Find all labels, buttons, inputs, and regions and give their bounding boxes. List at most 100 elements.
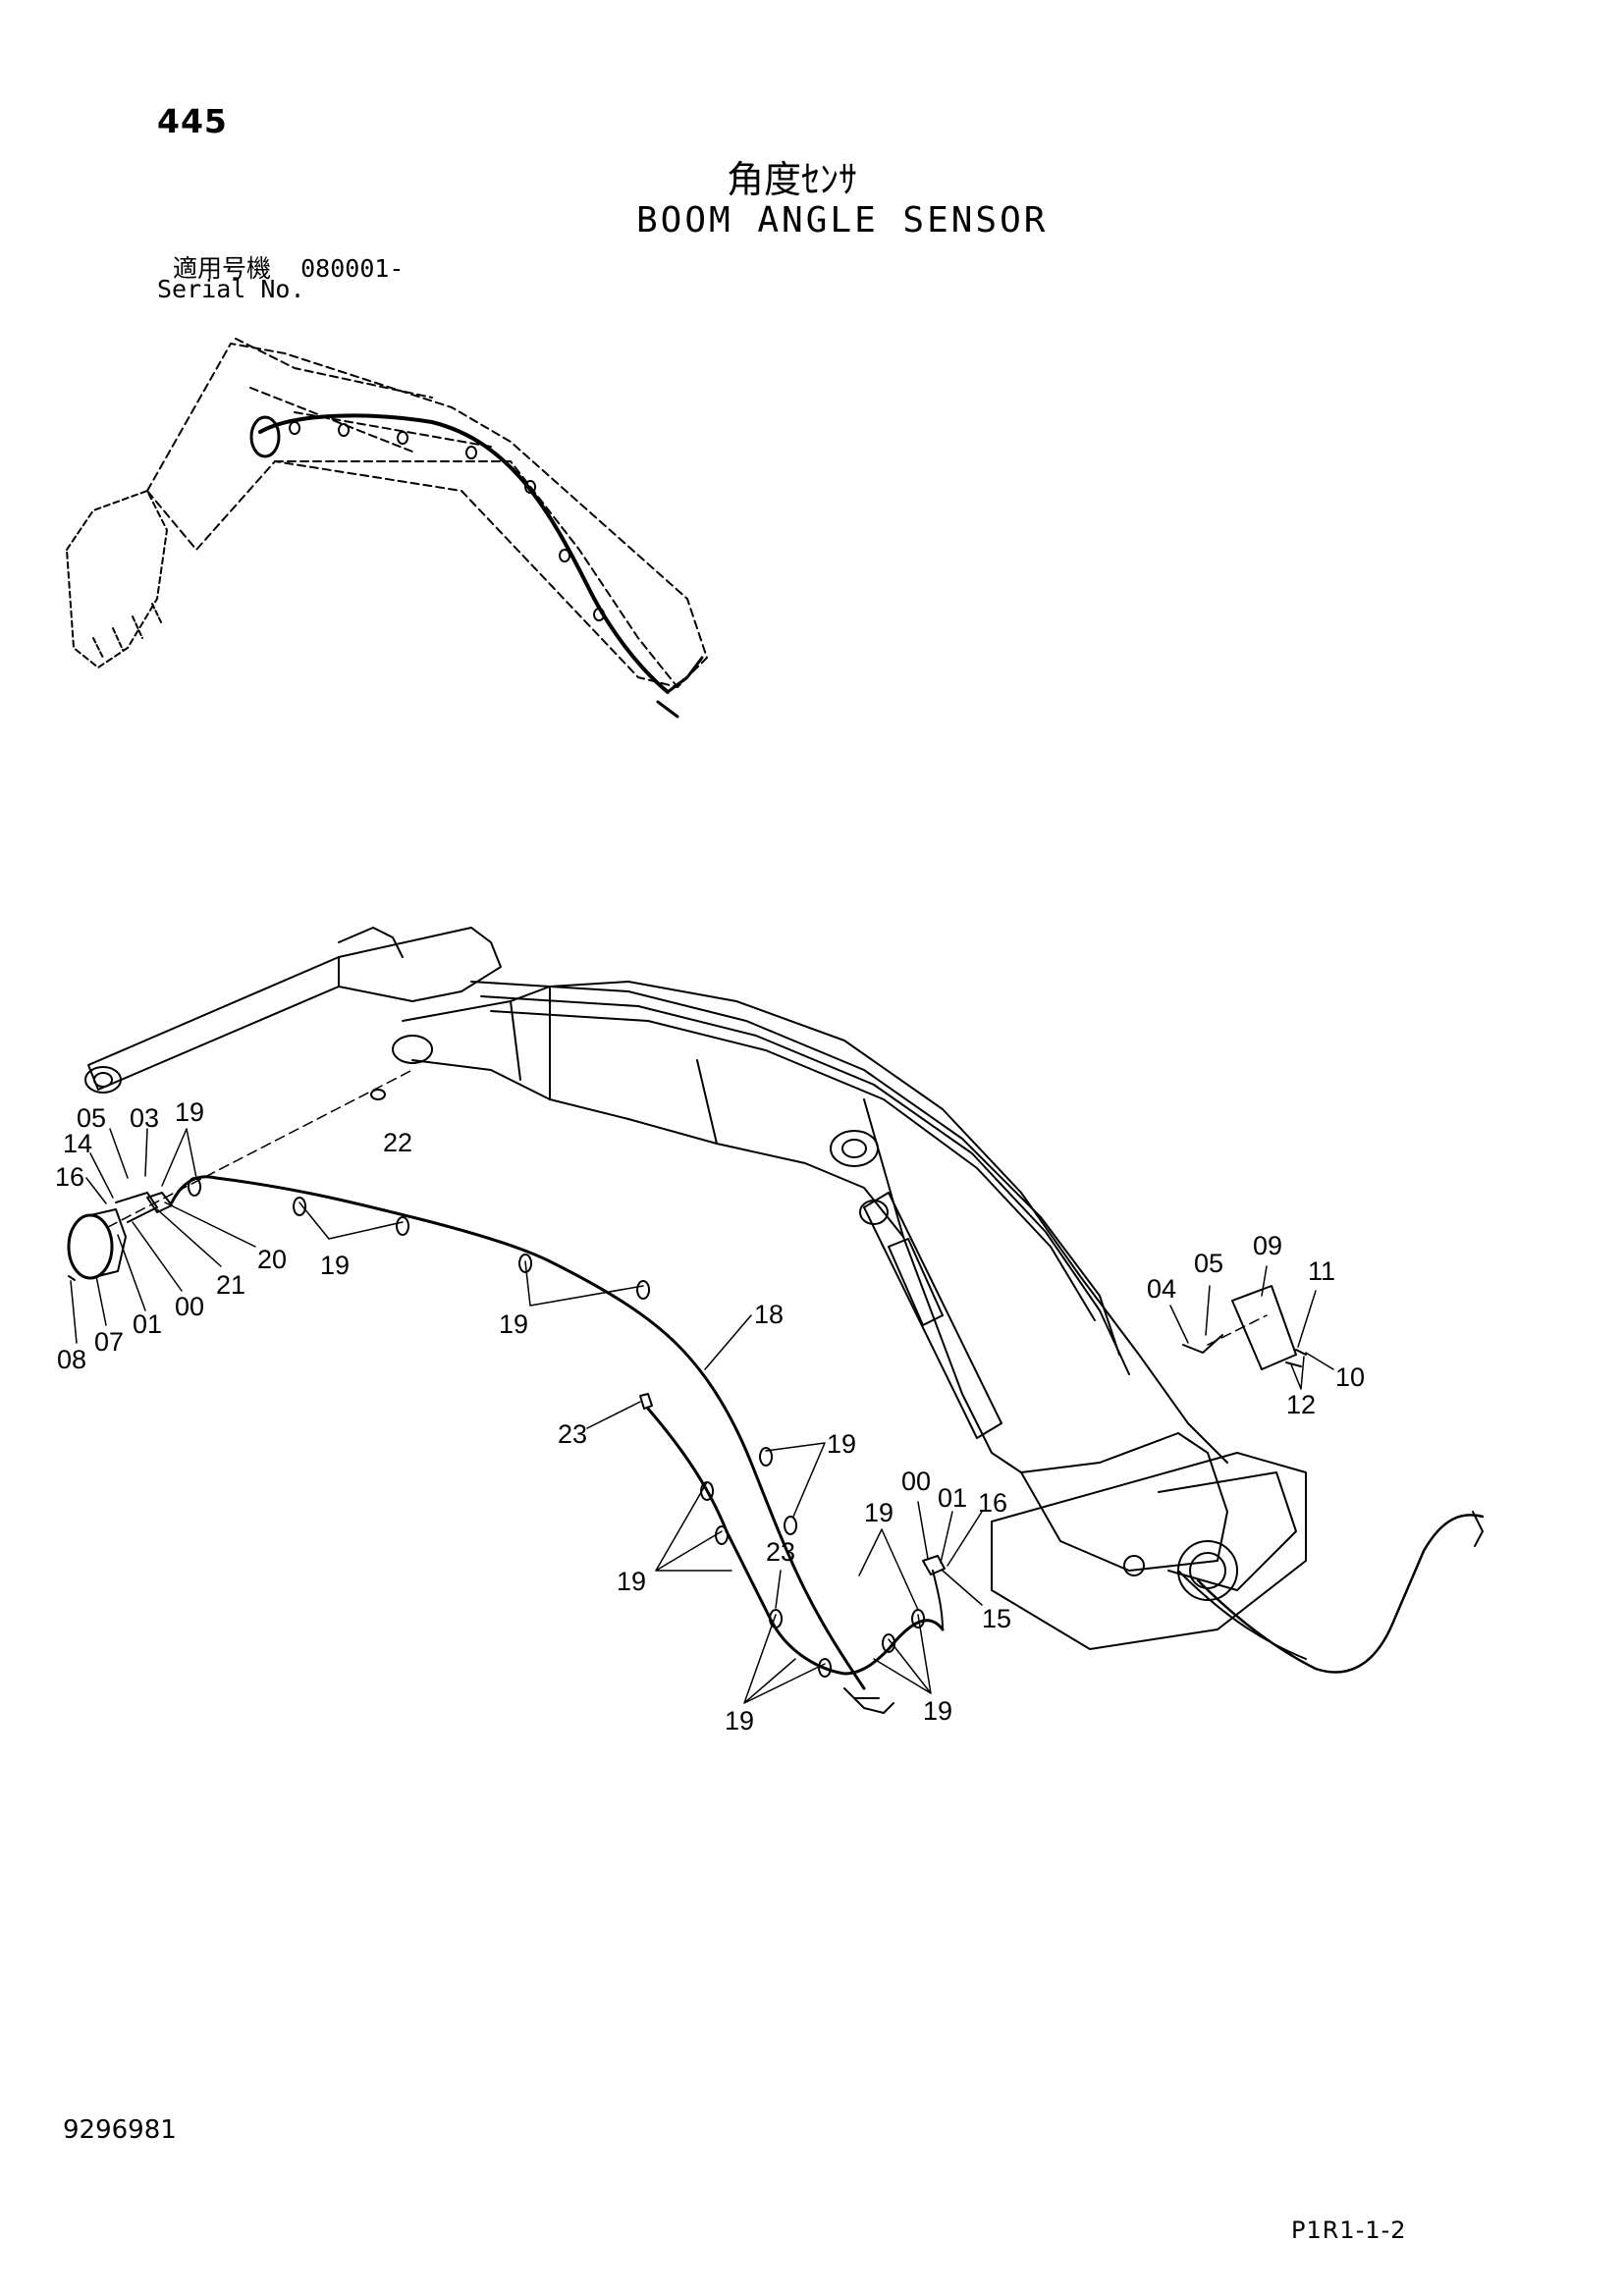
callout-16b: 16 — [978, 1488, 1007, 1518]
callout-19d: 19 — [827, 1429, 856, 1459]
serial-value: 080001- — [300, 254, 405, 283]
leader-03 — [144, 1128, 148, 1177]
leader-21 — [156, 1208, 222, 1267]
boom-foot — [1020, 1432, 1228, 1572]
base-plate-inner — [1158, 1471, 1297, 1591]
harness-to-connector — [932, 1570, 944, 1630]
rear-cable-end — [1472, 1511, 1484, 1547]
overview-inset — [66, 338, 708, 719]
overview-bucket-teeth — [92, 603, 163, 659]
rear-cable — [1196, 1514, 1485, 1674]
leader-00a — [132, 1221, 183, 1292]
base-plate — [991, 1452, 1307, 1650]
arm-tip-bar — [87, 956, 340, 1091]
callout-08: 08 — [57, 1345, 86, 1374]
projection-line — [107, 1069, 413, 1228]
leader-09 — [1261, 1265, 1268, 1297]
leader-07 — [95, 1275, 107, 1326]
leader-19c — [524, 1260, 644, 1307]
connector-00-01 — [922, 1555, 946, 1575]
boom-front-pin-boss — [392, 1035, 433, 1064]
overview-harness — [258, 413, 670, 694]
leader-11 — [1297, 1290, 1317, 1348]
callout-04: 04 — [1147, 1274, 1176, 1304]
hydraulic-line-1 — [470, 981, 1120, 1356]
callout-15: 15 — [982, 1604, 1011, 1633]
angle-sensor-body — [67, 1213, 114, 1280]
leader-05a — [109, 1128, 129, 1179]
callout-19g: 19 — [725, 1706, 754, 1735]
arm-flange — [338, 927, 502, 1002]
leader-05b — [1205, 1285, 1211, 1336]
callout-03: 03 — [130, 1103, 159, 1133]
angle-sensor-side — [89, 1208, 127, 1279]
overview-clamps — [289, 421, 606, 621]
callout-19c: 19 — [499, 1309, 528, 1339]
harness-branch — [646, 1407, 945, 1676]
leader-19f — [858, 1528, 919, 1611]
leader-08 — [70, 1280, 78, 1344]
sensor-harness — [67, 1069, 1268, 1714]
callout-01b: 01 — [938, 1483, 967, 1513]
boom-cylinder-rod-end — [859, 1200, 889, 1225]
overview-arm-upper — [235, 338, 433, 453]
title-english: BOOM ANGLE SENSOR — [636, 200, 1049, 240]
projection-line-2 — [1207, 1314, 1268, 1346]
leader-01b — [940, 1511, 953, 1564]
boom-upper-edge — [402, 981, 1228, 1464]
serial-label-english: Serial No. — [157, 275, 305, 303]
callout-12: 12 — [1286, 1390, 1316, 1419]
callout-11: 11 — [1308, 1256, 1335, 1286]
bracket-04 — [1182, 1334, 1223, 1354]
hydraulic-line-2 — [480, 995, 1130, 1375]
callout-23a: 23 — [558, 1419, 587, 1449]
hydraulic-line-3 — [490, 1010, 1096, 1321]
callout-01a: 01 — [133, 1309, 162, 1339]
page-number: 445 — [157, 102, 228, 140]
callout-20: 20 — [257, 1245, 287, 1274]
callout-05a: 05 — [77, 1103, 106, 1133]
leader-01a — [117, 1234, 146, 1311]
harness-18 — [170, 1175, 866, 1690]
boom-lower-edge — [411, 1059, 1022, 1473]
callout-19b: 19 — [320, 1251, 350, 1280]
base-hole — [1123, 1555, 1145, 1576]
leader-12 — [1290, 1356, 1305, 1390]
callout-21: 21 — [216, 1270, 245, 1300]
leader-15 — [942, 1570, 983, 1606]
leader-10 — [1305, 1352, 1334, 1370]
arm-top-bracket — [338, 927, 404, 958]
angle-sensor-bracket — [115, 1192, 158, 1223]
serial-label-japanese: 適用号機 080001- — [173, 249, 404, 285]
overview-harness-end — [656, 656, 704, 719]
callout-00b: 00 — [901, 1467, 931, 1496]
leader-23a — [586, 1401, 641, 1429]
leader-00b — [917, 1501, 929, 1560]
leader-16b — [947, 1511, 983, 1567]
callout-labels: 05 03 19 14 16 22 20 21 19 00 01 07 08 1… — [55, 1097, 1365, 1735]
overview-arm — [146, 343, 708, 688]
leader-14 — [89, 1152, 114, 1199]
sensor-cover-09 — [1231, 1285, 1297, 1370]
leader-19d — [765, 1442, 826, 1518]
callout-19e: 19 — [617, 1567, 646, 1596]
page-code: P1R1-1-2 — [1291, 2216, 1407, 2244]
leader-19b — [298, 1201, 404, 1240]
overview-sensor — [249, 415, 281, 458]
callout-16a: 16 — [55, 1162, 84, 1192]
callout-00a: 00 — [175, 1292, 204, 1321]
callout-19h: 19 — [923, 1696, 952, 1726]
rear-cable-2 — [1177, 1570, 1307, 1660]
leader-19h — [873, 1614, 932, 1694]
bolts-11-12 — [1285, 1349, 1307, 1367]
boom-assembly — [84, 927, 1485, 1674]
leader-23b — [775, 1570, 782, 1609]
callout-19f: 19 — [864, 1498, 893, 1527]
boom-cylinder — [863, 1192, 1002, 1439]
leader-18 — [704, 1314, 752, 1370]
leader-20 — [164, 1201, 256, 1248]
pin-22 — [370, 1089, 386, 1100]
screw-08 — [68, 1275, 76, 1281]
swing-circle-inner — [1189, 1552, 1226, 1589]
leader-19a — [161, 1128, 197, 1187]
